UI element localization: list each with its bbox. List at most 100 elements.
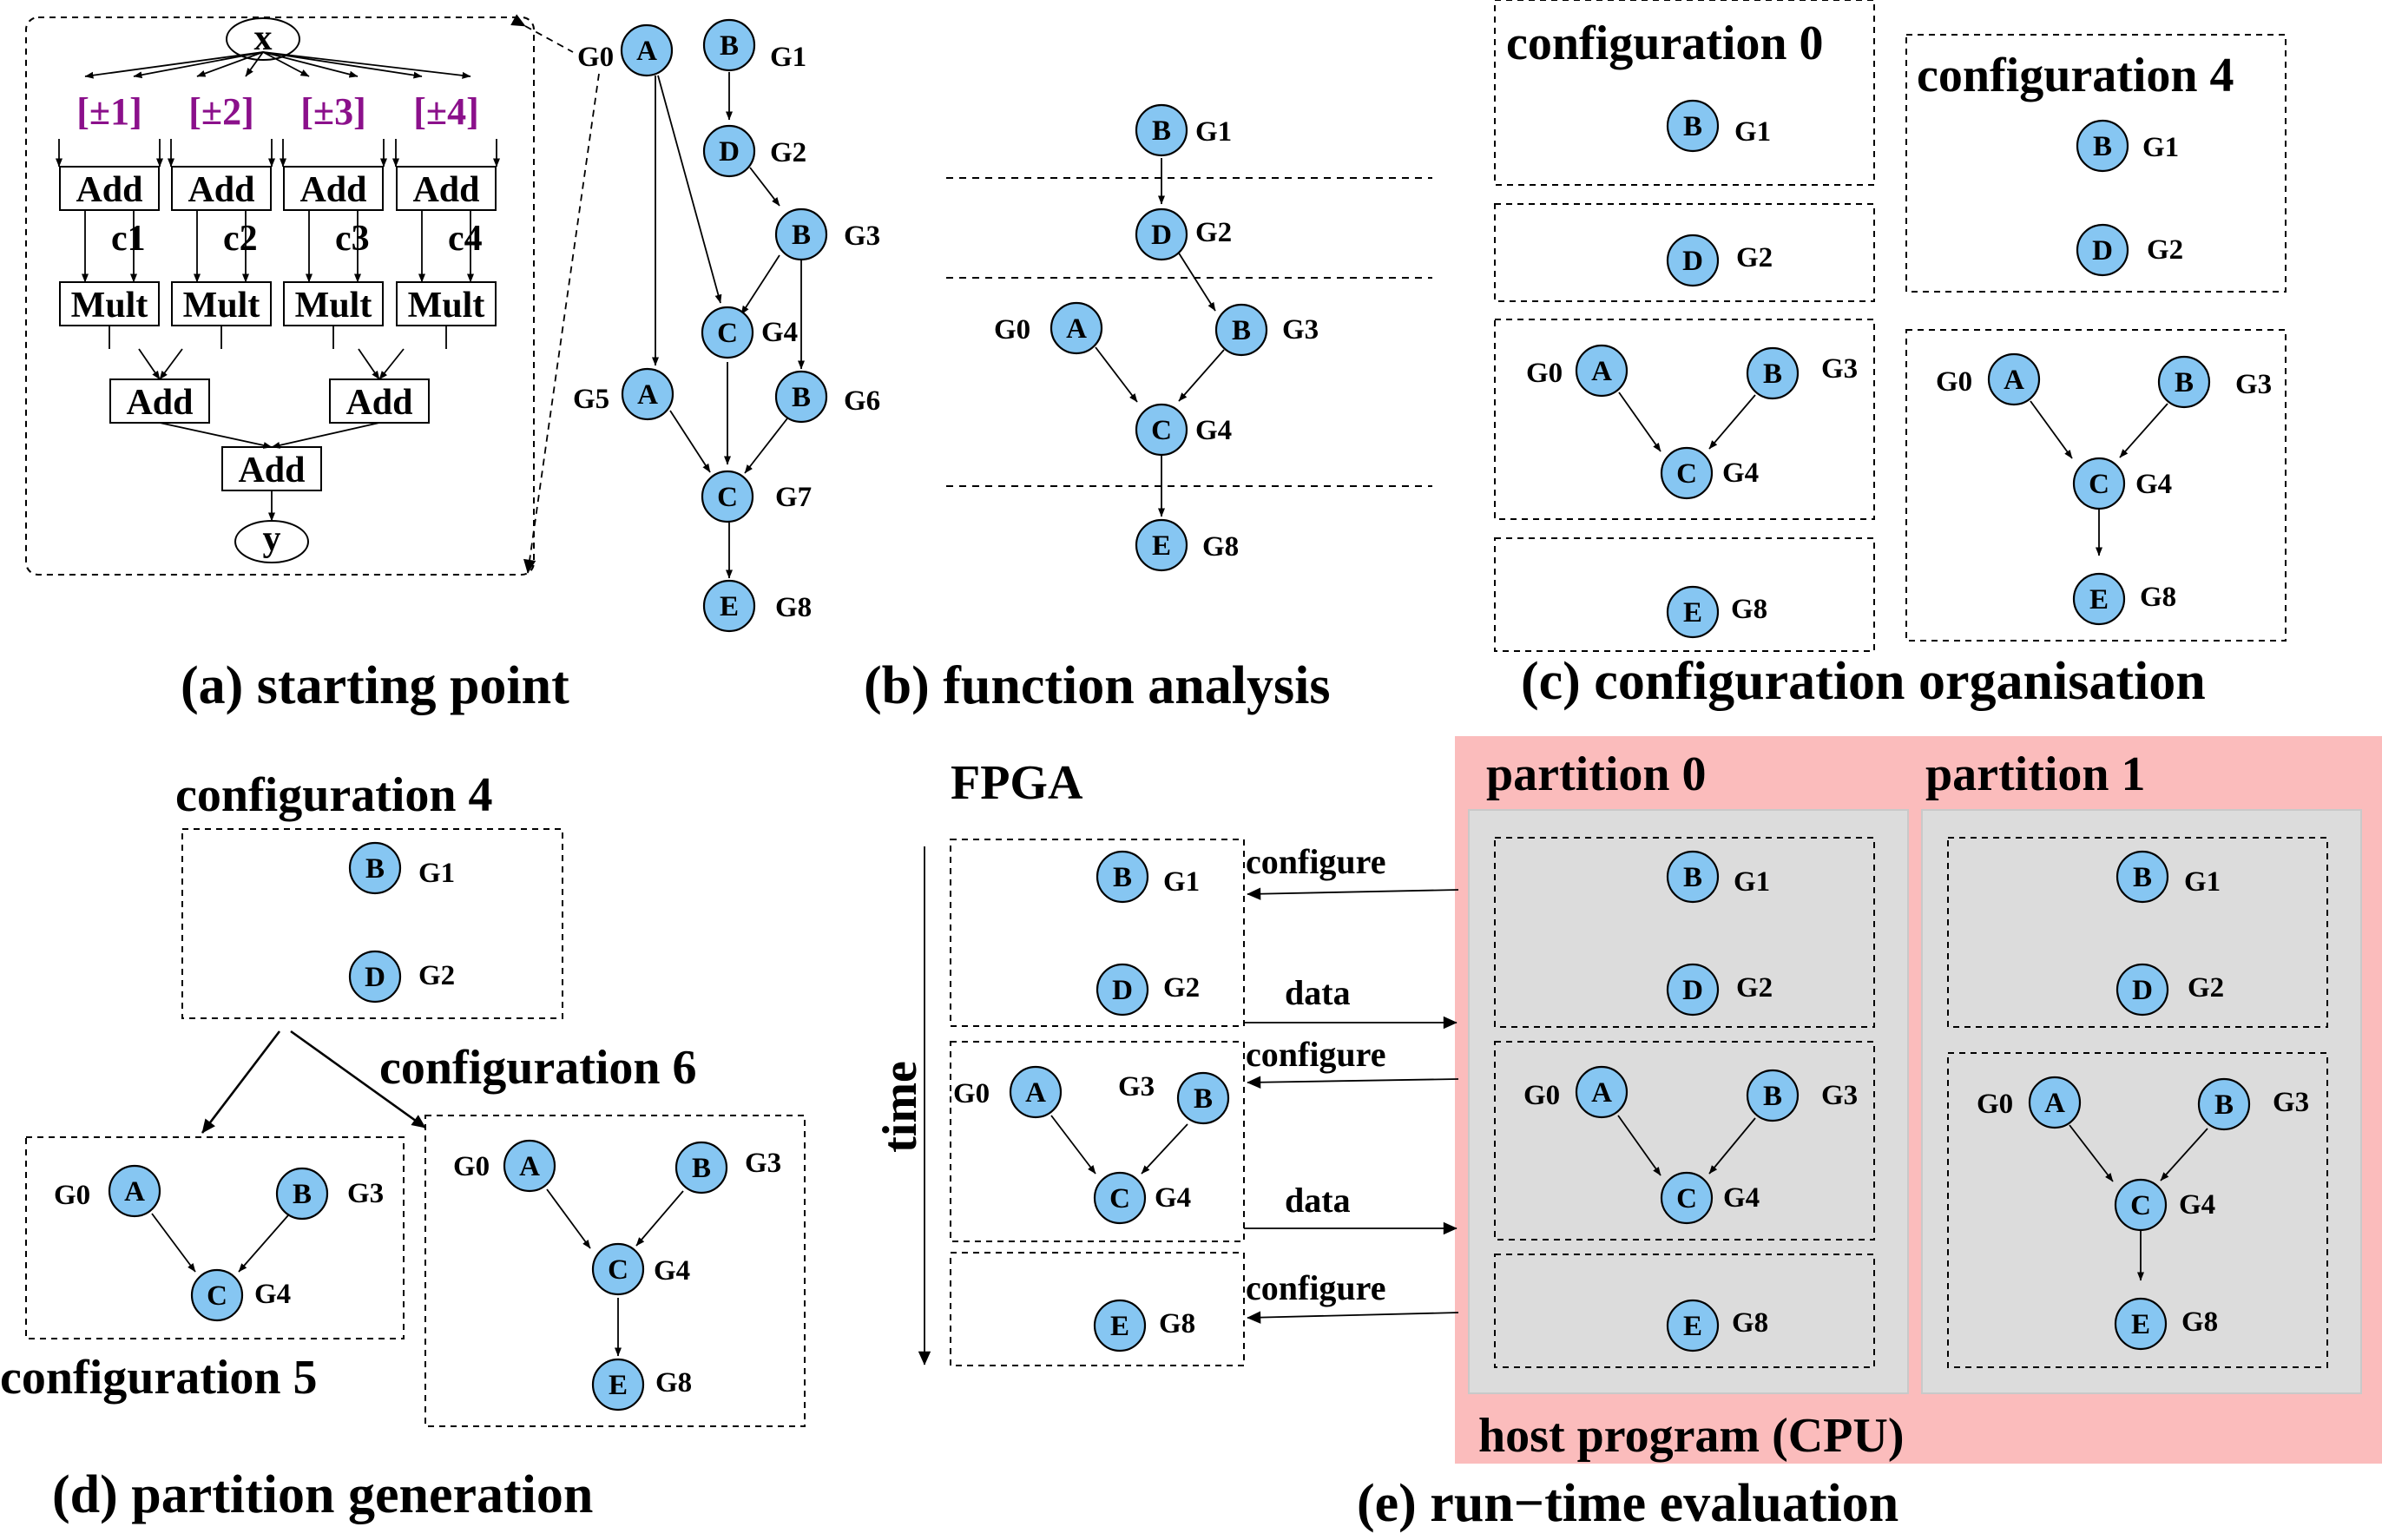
config-4-title-d: configuration 4 (175, 768, 493, 822)
graph-node-group-label: G0 (577, 42, 614, 73)
graph-node-circle (1135, 518, 1188, 572)
add-block (59, 166, 160, 211)
graph-node: AG0 (953, 1065, 1063, 1119)
graph-node: B G3 (1118, 1071, 1230, 1125)
graph-node-circle (1746, 1069, 1800, 1122)
graph-node-group-label: G4 (254, 1279, 291, 1310)
graph-node-letter: C (717, 482, 738, 513)
graph-node: AG0 (1526, 344, 1629, 398)
graph-node-letter: A (637, 379, 658, 411)
config-0-title: configuration 0 (1506, 16, 1824, 70)
fpga-slot-1 (950, 1041, 1245, 1242)
graph-node-letter: B (1763, 1081, 1782, 1112)
caption-c: (c) configuration organisation (1521, 652, 2206, 711)
graph-node-circle (1660, 1171, 1714, 1225)
graph-node-group-label: G6 (844, 385, 880, 417)
graph-node-circle (1135, 103, 1188, 157)
config-4-title: configuration 4 (1917, 49, 2234, 102)
graph-node-group-label: G8 (1202, 531, 1239, 563)
graph-node-letter: C (1676, 1183, 1697, 1214)
graph-node-circle (2114, 1178, 2168, 1232)
graph-node-circle (702, 18, 756, 72)
graph-node-circle (1093, 1171, 1147, 1225)
graph-node-circle (1135, 207, 1188, 261)
graph-node-circle (701, 470, 754, 523)
graph-node-group-label: G4 (1723, 1182, 1760, 1214)
graph-node-letter: B (792, 220, 811, 251)
graph-node-circle (2116, 850, 2169, 904)
graph-node-letter: B (792, 382, 811, 413)
graph-node-group-label: G8 (775, 592, 812, 623)
graph-node-circle (774, 207, 828, 261)
add-label: Add (299, 170, 366, 210)
graph-node-circle (621, 367, 674, 421)
graph-node-group-label: G8 (1732, 1307, 1768, 1339)
graph-node-circle (1093, 1299, 1147, 1352)
graph-node: E G8 (1135, 518, 1239, 572)
graph-node-group-label: G2 (2188, 972, 2224, 1004)
mult-block (396, 281, 497, 326)
graph-node-group-label: G1 (1195, 116, 1232, 148)
graph-node-group-label: G4 (654, 1255, 690, 1287)
config-5-title: configuration 5 (0, 1351, 318, 1405)
caption-e: (e) run−time evaluation (1357, 1474, 1898, 1533)
graph-node-group-label: G1 (770, 42, 806, 73)
graph-node-group-label: G1 (1163, 866, 1200, 898)
graph-node-letter: A (1066, 313, 1087, 345)
output-y-node (234, 520, 309, 563)
graph-node-letter: B (1194, 1083, 1213, 1115)
constant-label: c1 (111, 219, 146, 259)
graph-node: AG0 (994, 301, 1103, 355)
partition-1-title: partition 1 (1925, 747, 2146, 801)
graph-node-circle (591, 1242, 645, 1296)
input-x-node (226, 17, 300, 61)
graph-node-circle (1096, 963, 1149, 1017)
graph-node-letter: A (1591, 356, 1612, 387)
graph-node-letter: B (1683, 111, 1702, 142)
graph-node-letter: B (2175, 367, 2194, 398)
graph-node-group-label: G2 (2147, 234, 2183, 266)
graph-node-letter: D (2092, 235, 2113, 267)
graph-node: C G4 (1660, 1171, 1760, 1225)
graph-node-group-label: G1 (1734, 116, 1771, 148)
graph-node-group-label: G3 (844, 220, 880, 252)
data-label: data (1285, 1181, 1351, 1220)
graph-node-group-label: G5 (573, 384, 609, 415)
graph-node-letter: B (1683, 862, 1702, 893)
graph-node-circle (620, 23, 674, 77)
input-x-label: x (254, 18, 273, 58)
graph-node: AG0 (54, 1164, 161, 1218)
graph-node-group-label: G3 (1118, 1071, 1155, 1102)
graph-node-group-label: G8 (655, 1367, 692, 1399)
configure-label: configure (1246, 842, 1385, 881)
graph-node-letter: E (1152, 530, 1171, 562)
graph-node-group-label: G2 (418, 960, 455, 991)
graph-node-group-label: G4 (2179, 1189, 2215, 1221)
graph-node-letter: E (2131, 1309, 2150, 1340)
caption-a: (a) starting point (181, 656, 569, 715)
graph-node-group-label: G1 (1734, 866, 1770, 898)
graph-node-letter: B (692, 1153, 711, 1184)
graph-node-letter: D (1112, 975, 1133, 1006)
graph-node-group-label: G2 (770, 137, 806, 168)
graph-node: AG0 (1977, 1076, 2082, 1129)
add-block (171, 166, 272, 211)
panel-starting-point: x [±1]Addc1Mult[±2]Addc2Mult[±3]Addc3Mul… (25, 14, 600, 576)
graph-node-circle (190, 1268, 244, 1322)
graph-node-group-label: G0 (453, 1151, 490, 1182)
add-label: Add (345, 383, 412, 423)
graph-node: D G2 (2076, 223, 2183, 277)
add-label: Add (188, 170, 254, 210)
graph-node-circle (2197, 1077, 2251, 1131)
